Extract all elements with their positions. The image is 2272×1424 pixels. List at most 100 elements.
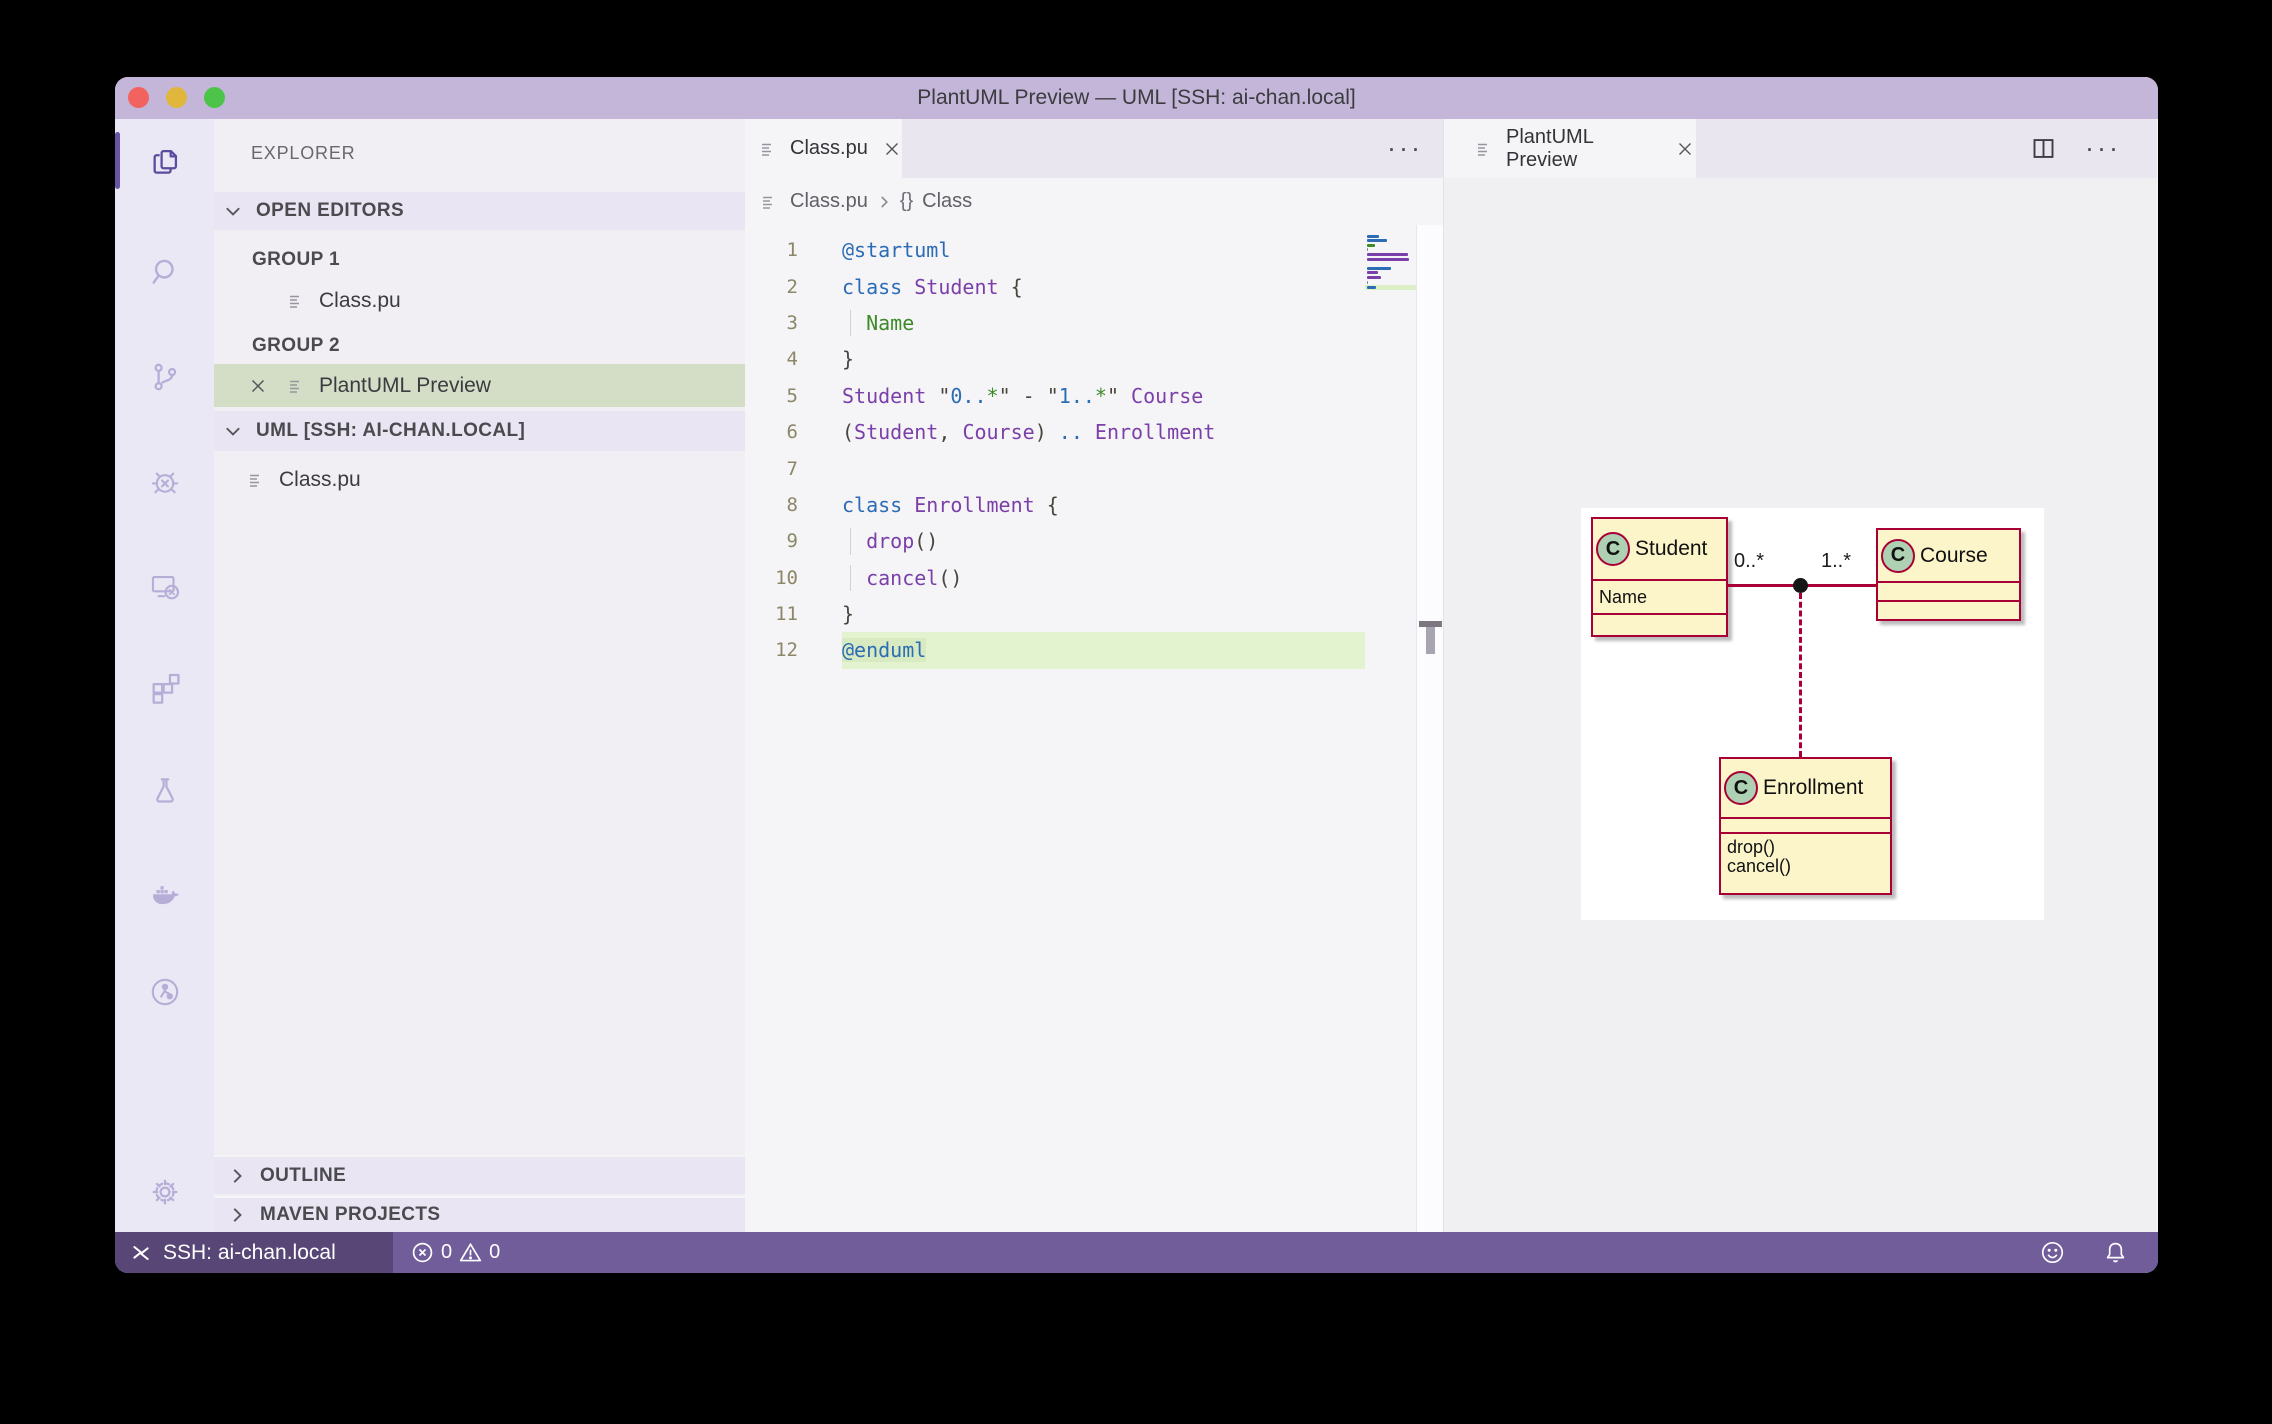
warning-count: 0 [489,1241,501,1263]
tab-class-pu[interactable]: Class.pu [745,119,902,178]
section-label: OPEN EDITORS [256,200,405,221]
active-view-indicator [115,132,120,189]
search-icon [151,259,174,284]
activity-git-graph[interactable] [115,960,214,1024]
code-line-11[interactable]: 11} [745,596,1365,632]
code-line-12[interactable]: 12@enduml [745,632,1365,670]
preview-body: C Student Name C Course [1444,178,2157,1232]
class-header: C Course [1878,530,2019,581]
class-stereotype-icon: C [1881,538,1915,573]
close-tab-icon[interactable] [1674,138,1696,160]
section-open-editors[interactable]: OPEN EDITORS [214,192,745,230]
extensions-icon [152,673,180,704]
class-attribute: Name [1599,586,1648,607]
editor-scrollbar[interactable] [1416,225,1443,1232]
activity-source-control[interactable] [115,345,214,409]
open-editor-class-pu[interactable]: Class.pu [214,281,745,321]
class-attributes-empty [1878,581,2019,600]
activity-debug[interactable] [115,450,214,514]
warnings-icon [459,1243,482,1262]
activity-search[interactable] [115,240,214,304]
code-line-10[interactable]: 10 cancel() [745,560,1365,596]
file-class-pu[interactable]: Class.pu [214,460,745,500]
activity-testing[interactable] [115,758,214,822]
tab-label: PlantUML Preview [1506,125,1594,171]
feedback-smiley-icon[interactable] [2040,1240,2065,1265]
minimap-line [1365,275,1416,279]
maximize-window-button[interactable] [204,87,225,108]
breadcrumb-separator-icon [868,193,900,211]
minimize-window-button[interactable] [166,87,187,108]
multiplicity-label: 1..* [1821,550,1852,572]
indent-guide [850,528,851,555]
line-number: 7 [786,457,798,480]
editor-group-1-label: GROUP 1 [252,249,340,270]
preview-more-actions-icon[interactable]: ··· [2085,133,2121,163]
close-tab-icon[interactable] [881,138,903,160]
code-line-1[interactable]: 1@startuml [745,232,1365,268]
diagram-canvas: C Student Name C Course [1581,508,2044,920]
line-content: } [842,602,855,627]
code-line-9[interactable]: 9 drop() [745,523,1365,559]
scrollbar-handle-stem [1426,627,1435,654]
activity-extensions[interactable] [115,655,214,719]
file-icon [759,191,781,213]
scrollbar-handle[interactable] [1419,621,1442,627]
uml-class-enrollment: C Enrollment drop() cancel() [1719,757,1892,895]
activity-settings[interactable] [115,1160,214,1224]
code-line-6[interactable]: 6(Student, Course) .. Enrollment [745,414,1365,450]
section-workspace[interactable]: UML [SSH: AI-CHAN.LOCAL] [214,411,745,451]
source-control-icon [154,363,176,391]
line-content: (Student, Course) .. Enrollment [842,420,1216,445]
line-number: 2 [786,275,798,298]
gear-icon [152,1179,177,1205]
file-icon [286,375,308,397]
close-editor-icon[interactable] [247,375,269,397]
code-line-7[interactable]: 7 [745,450,1365,486]
notifications-bell-icon[interactable] [2103,1240,2128,1265]
breadcrumb[interactable]: Class.pu {} Class [745,178,1443,225]
error-count: 0 [441,1241,453,1263]
chevron-down-icon [226,207,240,216]
activity-docker[interactable] [115,860,214,924]
code-line-4[interactable]: 4} [745,341,1365,377]
file-icon [1474,138,1496,160]
problems-status[interactable]: 0 0 [411,1241,500,1264]
git-graph-icon [151,978,178,1006]
activity-explorer[interactable] [115,130,214,194]
uml-class-course: C Course [1876,528,2021,621]
code-line-3[interactable]: 3 Name [745,305,1365,341]
breadcrumb-symbol[interactable]: Class [922,190,973,212]
minimap-line [1365,252,1416,256]
line-number: 10 [775,566,798,589]
section-maven-projects[interactable]: MAVEN PROJECTS [214,1196,745,1232]
symbol-kind-icon: {} [899,190,914,212]
section-outline[interactable]: OUTLINE [214,1155,745,1194]
split-editor-icon[interactable] [2030,135,2057,162]
preview-pane: PlantUML Preview ··· C Student [1443,119,2157,1232]
chevron-right-icon [233,1208,242,1222]
open-editor-label: Class.pu [319,289,401,312]
line-number: 1 [786,239,798,262]
line-content: cancel() [866,565,963,590]
line-number: 5 [786,384,798,407]
class-header: C Enrollment [1721,759,1890,817]
activity-remote-explorer[interactable] [115,555,214,619]
minimap[interactable] [1365,233,1416,292]
editor-more-actions-icon[interactable]: ··· [1387,133,1423,163]
close-window-button[interactable] [128,87,149,108]
breadcrumb-file[interactable]: Class.pu [790,190,868,212]
open-editor-plantuml-preview[interactable]: PlantUML Preview [214,364,745,407]
minimap-line [1365,239,1416,243]
remote-indicator[interactable]: SSH: ai-chan.local [115,1232,393,1273]
tab-plantuml-preview[interactable]: PlantUML Preview [1444,119,1696,178]
class-name: Student [1635,537,1708,560]
minimap-line [1365,271,1416,275]
line-number: 8 [786,493,798,516]
flask-icon [155,778,174,803]
